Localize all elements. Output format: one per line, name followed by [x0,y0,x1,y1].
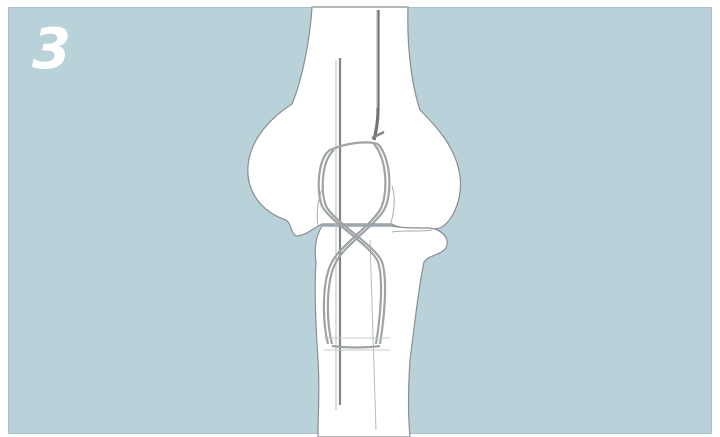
humerus-bone [248,7,461,236]
step-number-label: 3 [32,22,71,78]
